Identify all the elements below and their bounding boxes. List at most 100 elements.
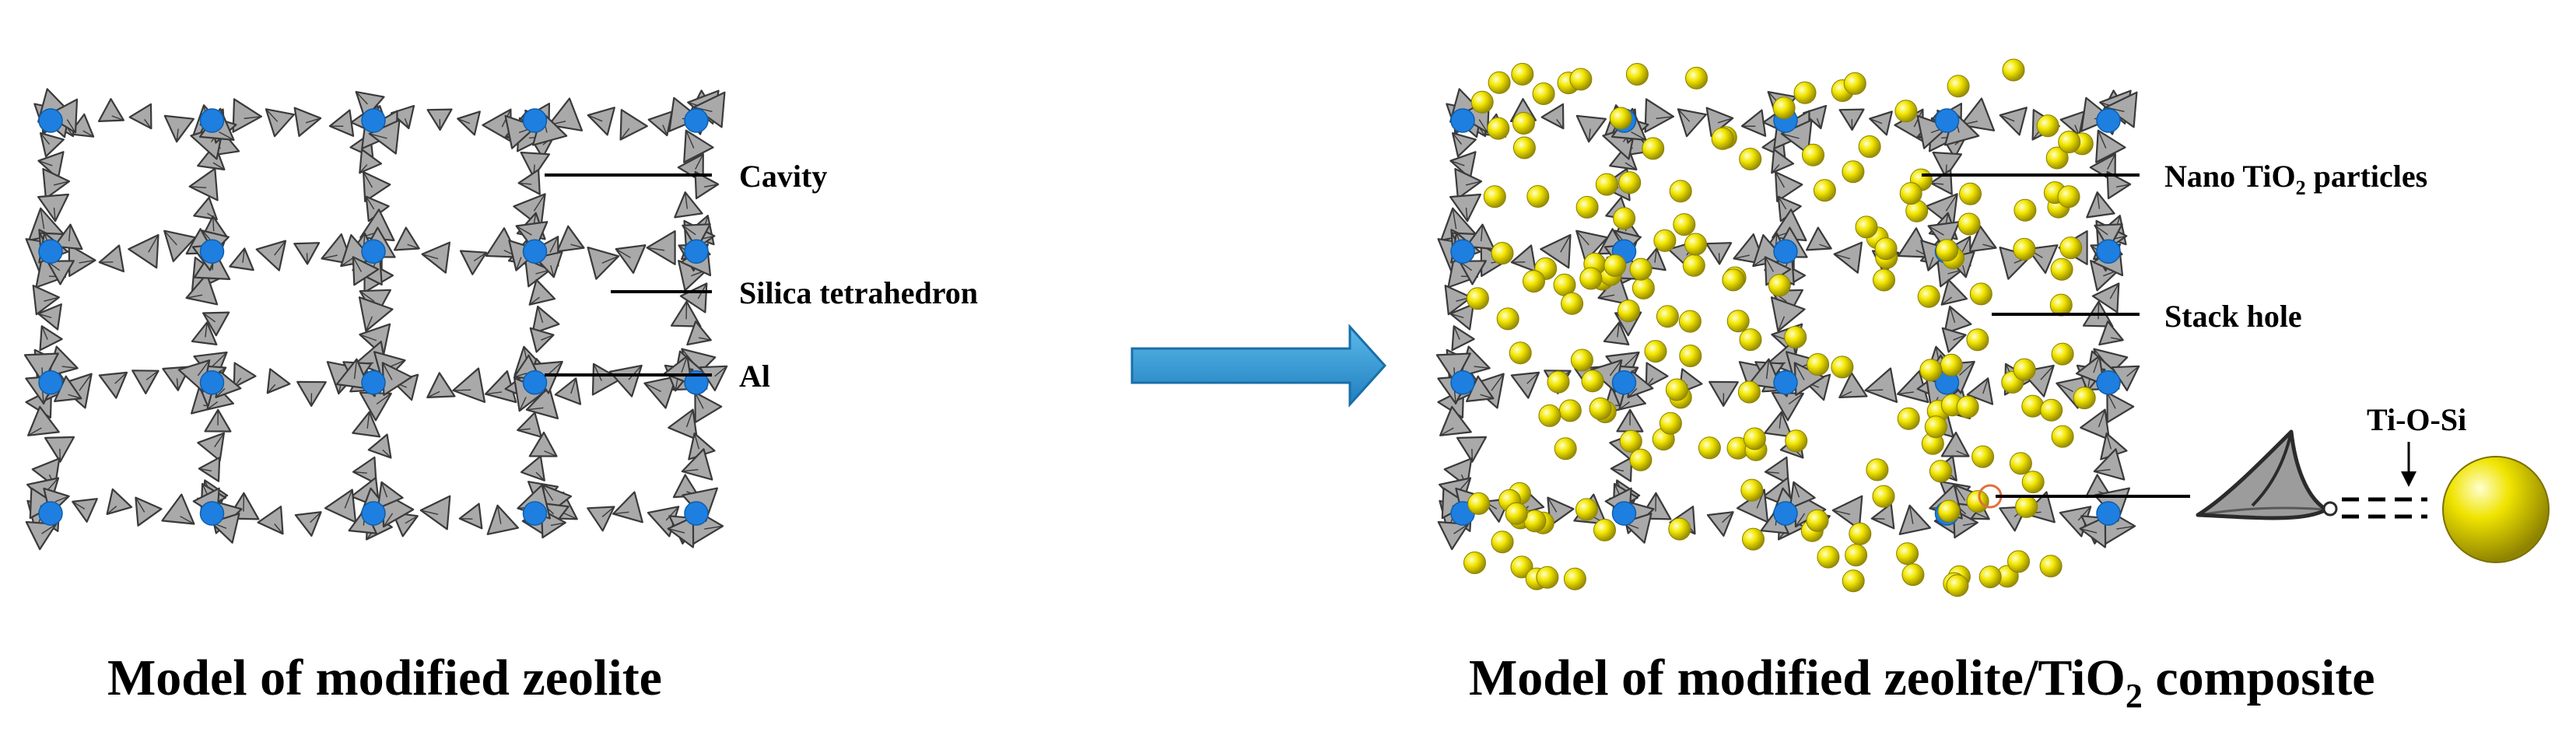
tio2-particle	[1579, 267, 1603, 290]
tetrahedron-edge	[1491, 373, 1505, 391]
tetrahedron-edge	[1982, 243, 1996, 249]
tio2-particle	[1547, 370, 1570, 394]
silica-tetrahedron	[363, 171, 391, 202]
silica-tetrahedron	[525, 385, 559, 420]
silica-tetrahedron	[1870, 503, 1895, 530]
silica-tetrahedron	[2106, 391, 2135, 424]
tetrahedron-edge	[2040, 365, 2055, 380]
silica-tetrahedron	[39, 325, 63, 352]
silica-tetrahedron	[459, 250, 488, 275]
tio2-particle	[1971, 445, 1995, 468]
tetrahedron-edge	[1478, 119, 1488, 133]
al-atom	[2096, 108, 2121, 133]
tio2-particle	[1722, 268, 1745, 292]
tetrahedron-edge	[513, 372, 527, 378]
tetrahedron-edge	[274, 524, 284, 534]
tio2-particle	[1575, 498, 1598, 521]
tio2-particle	[1969, 282, 1992, 306]
tetrahedron-edge	[682, 225, 696, 236]
tetrahedron-edge	[41, 325, 48, 340]
tio2-particle	[1849, 522, 1872, 545]
tetrahedron-edge	[682, 468, 699, 472]
tetrahedron-edge	[1450, 160, 1465, 166]
tio2-particle	[1505, 502, 1528, 525]
tetrahedron-edge	[457, 117, 471, 124]
silica-tetrahedron	[486, 504, 520, 535]
tetrahedron-edge	[68, 224, 72, 242]
tetrahedron-edge	[340, 257, 355, 267]
silica-tetrahedron	[1775, 171, 1803, 202]
tio2-particle	[1858, 135, 1881, 158]
tetrahedron-edge	[1756, 489, 1765, 509]
tetrahedron-edge	[1779, 412, 1782, 429]
tetrahedron-edge	[1480, 394, 1494, 399]
silica-tetrahedron	[608, 364, 643, 398]
tio2-particle	[1772, 96, 1796, 120]
tio2-particle	[1813, 179, 1836, 202]
tio2-particle	[1929, 460, 1952, 483]
al-atom	[361, 239, 386, 264]
al-atom	[684, 501, 709, 526]
tetrahedron-edge	[601, 506, 615, 517]
tio2-particle	[1959, 182, 1982, 205]
tetrahedron-edge	[693, 107, 713, 113]
tetrahedron-edge	[1598, 294, 1615, 299]
silica-tetrahedron	[2106, 170, 2132, 200]
tetrahedron-edge	[1722, 511, 1734, 524]
tetrahedron-edge	[1927, 257, 1934, 271]
tio2-particle	[1817, 545, 1840, 569]
silica-tetrahedron	[646, 230, 676, 265]
tio2-particle	[1737, 380, 1761, 404]
tetrahedron-edge	[1765, 256, 1775, 272]
right-caption: Model of modified zeolite/TiO2 composite	[1469, 650, 2375, 715]
tetrahedron-edge	[1452, 132, 1463, 145]
al-atom	[522, 108, 548, 133]
silica-tetrahedron	[1510, 244, 1537, 273]
tetrahedron-edge	[202, 312, 216, 323]
silica-tetrahedron	[1940, 278, 1968, 306]
tetrahedron-edge	[53, 180, 70, 186]
tetrahedron-edge	[205, 322, 208, 338]
tetrahedron-edge	[1945, 194, 1958, 212]
tetrahedron-edge	[1617, 322, 1620, 338]
tio2-particle	[1684, 233, 1707, 256]
tio2-particle	[1470, 90, 1494, 114]
silica-tetrahedron	[1540, 233, 1572, 269]
tetrahedron-edge	[2056, 383, 2074, 392]
silica-tetrahedron	[426, 372, 456, 398]
silica-tetrahedron	[358, 296, 394, 332]
tetrahedron-edge	[601, 255, 619, 264]
tio2-particle	[1538, 404, 1561, 427]
tio2-particle	[2036, 114, 2059, 138]
tio2-particle	[2021, 394, 2045, 418]
tetrahedron-edge	[1765, 359, 1770, 380]
tetrahedron-edge	[1677, 108, 1691, 122]
tetrahedron-edge	[369, 133, 387, 139]
tetrahedron-edge	[668, 527, 685, 534]
tio2-particle	[1924, 415, 1947, 439]
tetrahedron-edge	[404, 117, 410, 129]
tetrahedron-edge	[359, 334, 377, 341]
tetrahedron-edge	[176, 128, 179, 142]
tio2-particle	[1899, 182, 1922, 205]
tetrahedron-edge	[41, 524, 57, 534]
tio2-particle	[1957, 212, 1981, 236]
tetrahedron-edge	[516, 225, 532, 236]
silica-tetrahedron	[612, 491, 643, 524]
al-atom	[1611, 370, 1637, 395]
silica-tetrahedron	[328, 109, 355, 137]
tetrahedron-edge	[563, 512, 577, 520]
silica-tetrahedron	[1968, 225, 1997, 253]
tetrahedron-edge	[703, 184, 719, 187]
al-atom	[522, 370, 548, 395]
silica-tetrahedron	[163, 229, 197, 262]
tio2-particle	[1669, 180, 1692, 203]
tetrahedron-edge	[615, 248, 631, 258]
tetrahedron-edge	[1775, 171, 1786, 188]
silica-tetrahedron	[517, 169, 541, 195]
tio2-particle	[1966, 328, 1989, 352]
tio2-particle	[1956, 395, 1979, 419]
tetrahedron-edge	[1481, 224, 1484, 242]
tio2-particle	[1866, 458, 1889, 482]
